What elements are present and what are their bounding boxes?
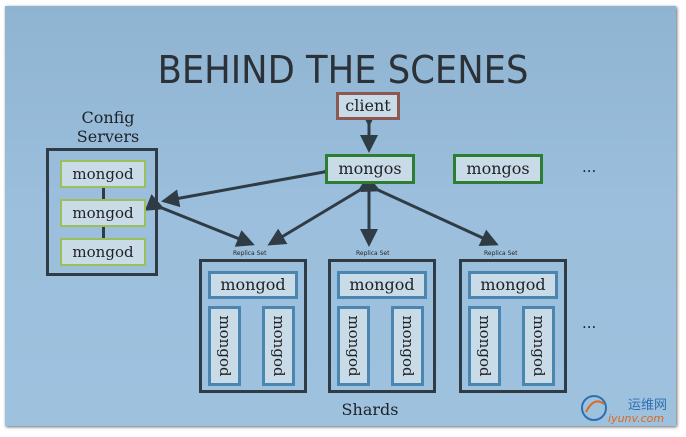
arrow-mongos-shard3 bbox=[360, 175, 499, 246]
client-box: client bbox=[336, 92, 400, 120]
shard-2-secondary-2: mongod bbox=[391, 306, 424, 386]
config-mongod-2: mongod bbox=[60, 199, 146, 227]
shard-2-secondary-2-label: mongod bbox=[398, 315, 417, 377]
watermark-logo-icon bbox=[581, 395, 607, 421]
slide-title: BEHIND THE SCENES bbox=[157, 48, 529, 92]
arrow-config-shard1 bbox=[144, 194, 255, 247]
config-servers-group: mongod mongod mongod bbox=[46, 148, 158, 276]
shard-3: mongod mongod mongod bbox=[459, 259, 567, 393]
replica-set-label-2: Replica Set bbox=[356, 250, 390, 257]
config-servers-label: Config Servers bbox=[58, 108, 158, 146]
shards-label: Shards bbox=[341, 400, 399, 419]
config-label-line1: Config bbox=[81, 108, 135, 127]
shard-3-primary: mongod bbox=[468, 271, 558, 299]
arrow-mongos-config bbox=[161, 160, 341, 208]
shard-2-primary: mongod bbox=[337, 271, 427, 299]
config-link-1 bbox=[102, 188, 105, 199]
shard-1: mongod mongod mongod bbox=[199, 259, 307, 393]
mongos-box-secondary: mongos bbox=[453, 154, 543, 184]
shard-1-secondary-1: mongod bbox=[208, 306, 241, 386]
shard-2-secondary-1-label: mongod bbox=[344, 315, 363, 377]
shard-1-secondary-2-label: mongod bbox=[269, 315, 288, 377]
shard-3-secondary-2-label: mongod bbox=[529, 315, 548, 377]
shard-3-secondary-2: mongod bbox=[522, 306, 555, 386]
shard-2: mongod mongod mongod bbox=[328, 259, 436, 393]
config-label-line2: Servers bbox=[76, 127, 140, 146]
shard-3-secondary-1-label: mongod bbox=[475, 315, 494, 377]
config-link-2 bbox=[102, 227, 105, 238]
shard-2-secondary-1: mongod bbox=[337, 306, 370, 386]
shard-1-secondary-2: mongod bbox=[262, 306, 295, 386]
shard-1-primary: mongod bbox=[208, 271, 298, 299]
arrow-mongos-shard1 bbox=[267, 174, 378, 246]
replica-set-label-3: Replica Set bbox=[484, 250, 518, 257]
more-mongos-ellipsis: ... bbox=[582, 158, 597, 176]
config-mongod-1: mongod bbox=[60, 160, 146, 188]
watermark-text-cn: 运维网 bbox=[628, 398, 668, 413]
replica-set-label-1: Replica Set bbox=[233, 250, 267, 257]
config-mongod-3: mongod bbox=[60, 238, 146, 266]
more-shards-ellipsis: ... bbox=[582, 314, 597, 332]
shard-3-secondary-1: mongod bbox=[468, 306, 501, 386]
shard-1-secondary-1-label: mongod bbox=[215, 315, 234, 377]
watermark-text-url: iyunv.com bbox=[608, 412, 665, 425]
mongos-box: mongos bbox=[325, 154, 415, 184]
